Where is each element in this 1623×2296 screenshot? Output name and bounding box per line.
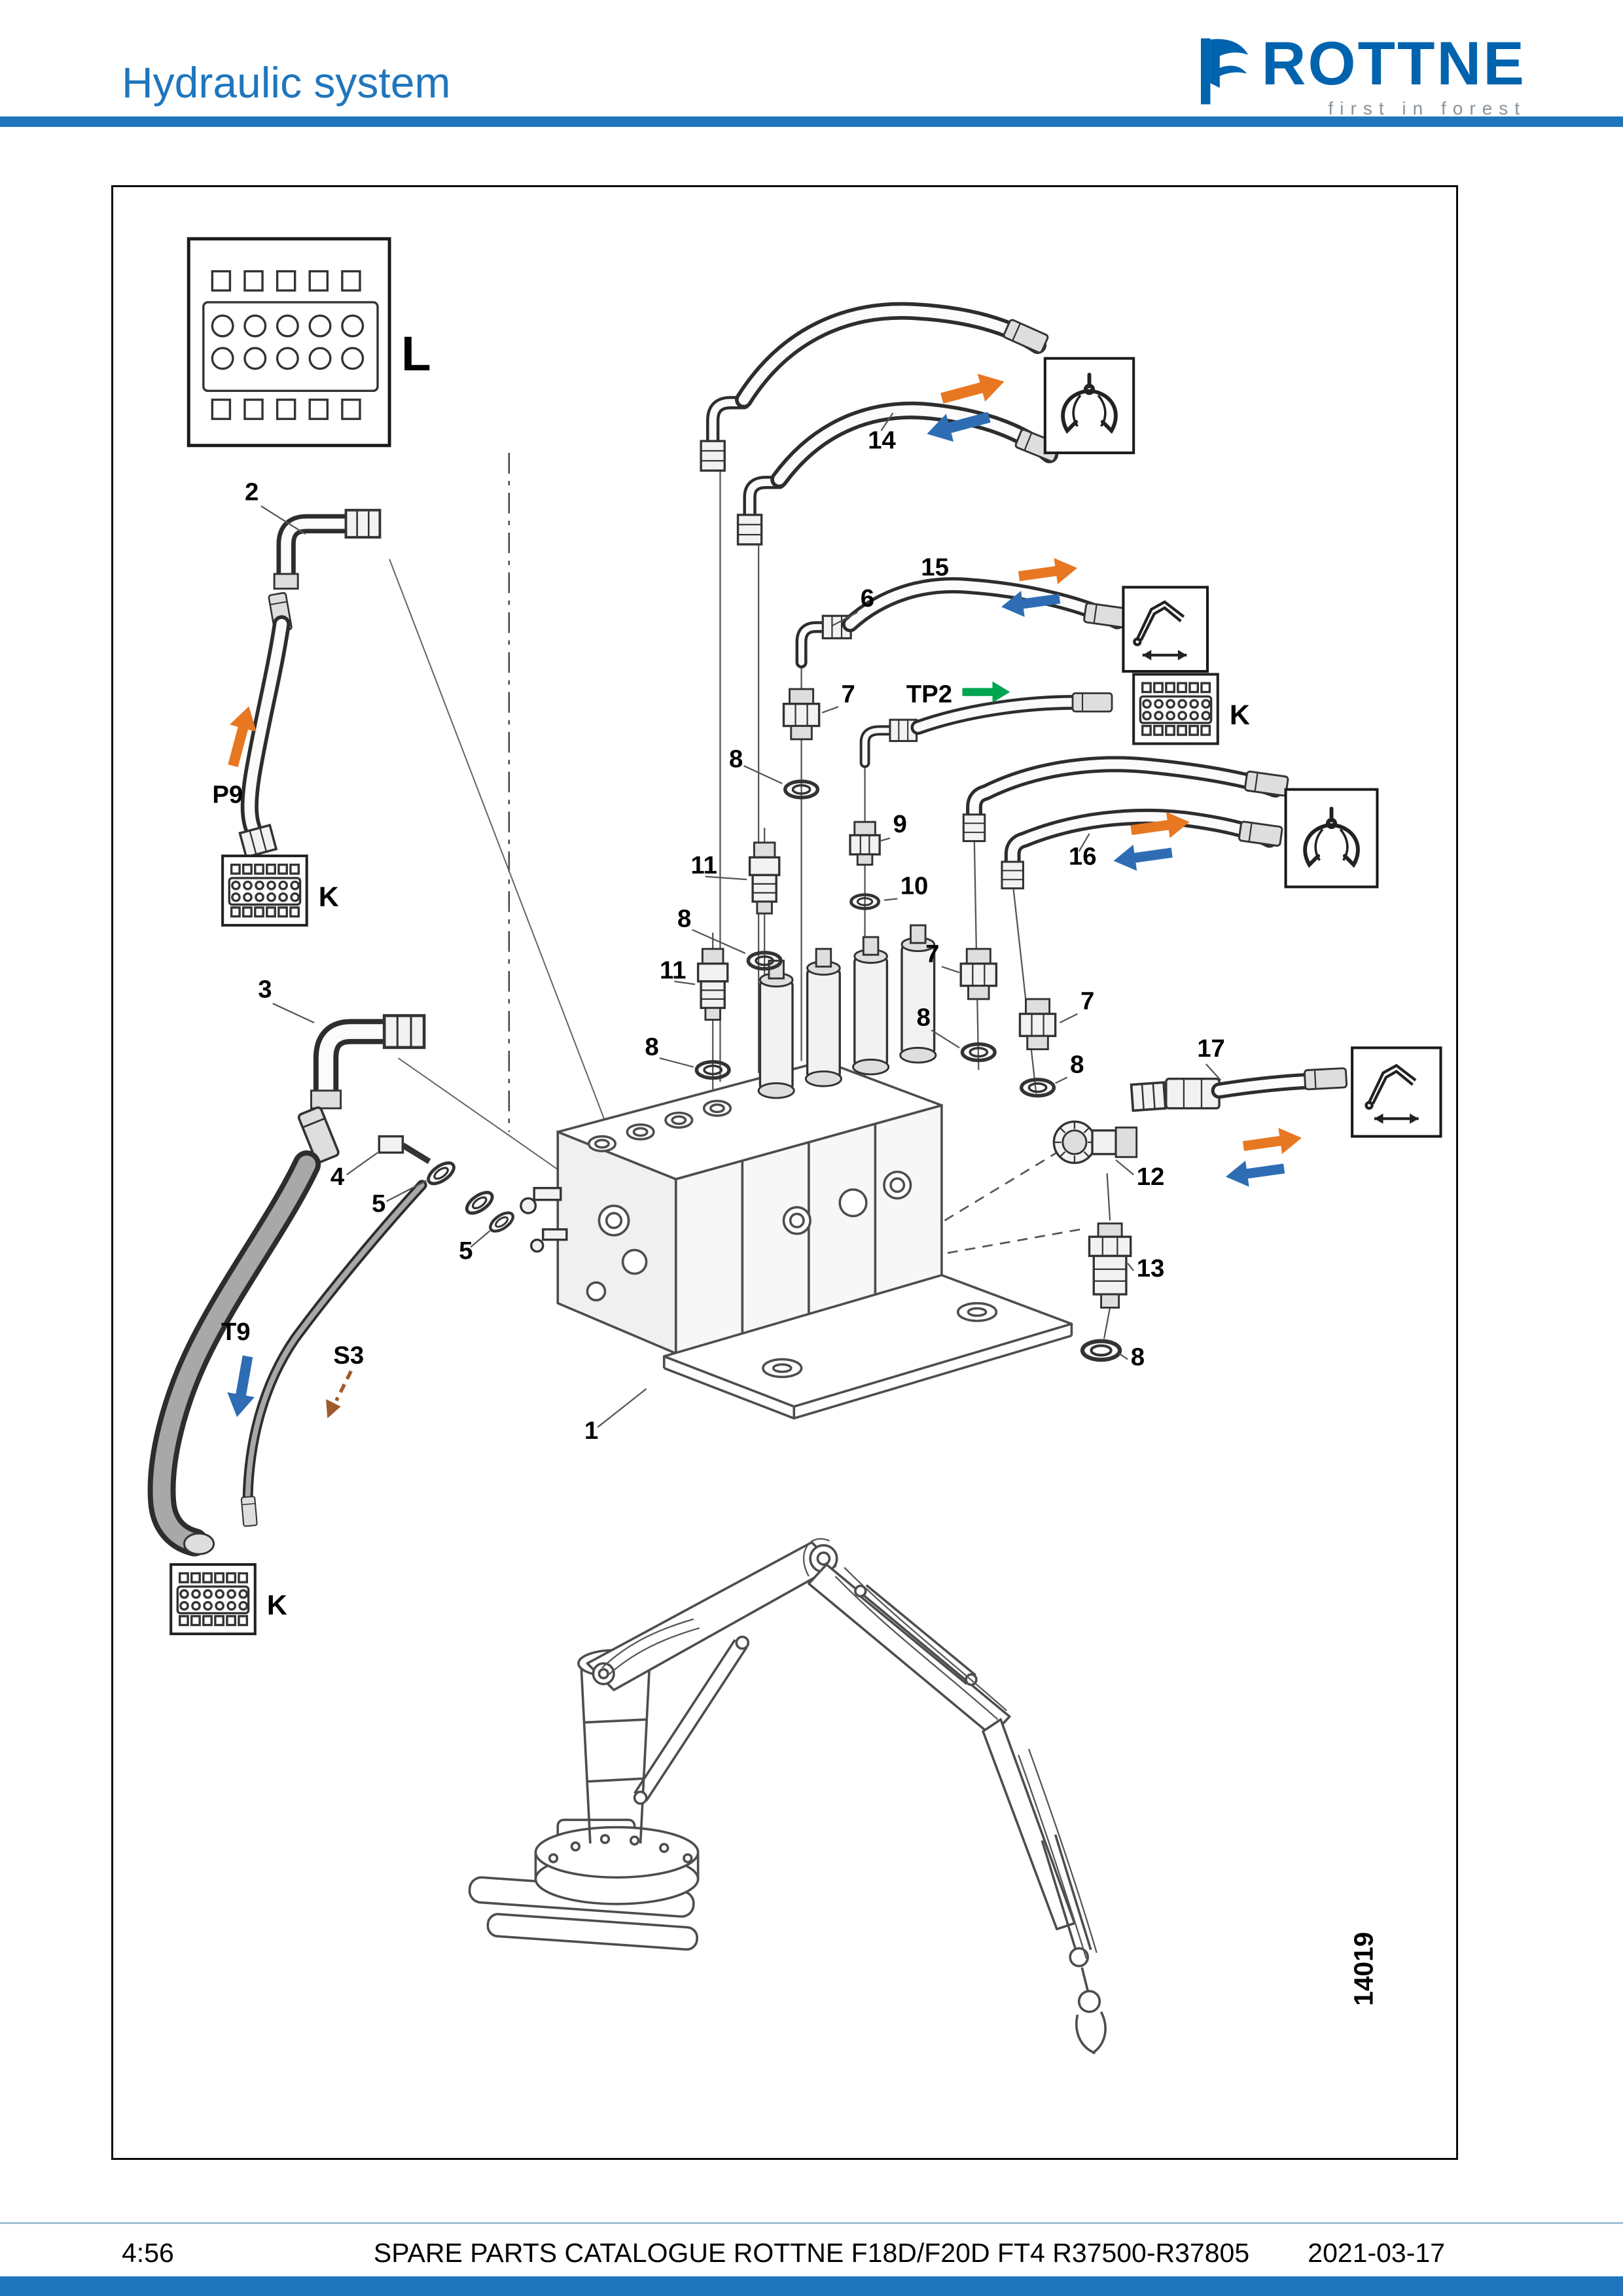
part-label-8-4: 8 <box>917 1004 931 1032</box>
part-label-8-6: 8 <box>1131 1343 1145 1371</box>
header-rule <box>0 116 1623 127</box>
part-label-8-2: 8 <box>677 904 691 932</box>
part-label-8-3: 8 <box>645 1033 658 1061</box>
logo-text: ROTTNE first in forest <box>1262 33 1526 119</box>
crane-icon-box-1 <box>1122 586 1209 673</box>
grapple-icon-box-2 <box>1284 788 1379 889</box>
logo-name: ROTTNE <box>1261 29 1526 97</box>
port-label-t9: T9 <box>221 1318 251 1346</box>
part-label-9: 9 <box>893 810 906 838</box>
solenoid-valves <box>757 924 937 1099</box>
part-label-11-2: 11 <box>660 956 687 984</box>
hose-17 <box>1130 1067 1348 1112</box>
hose-15 <box>842 577 1129 633</box>
part-label-10: 10 <box>901 872 929 900</box>
connector-k-3: K <box>1133 675 1250 744</box>
diagram-frame: L P9 K <box>111 185 1458 2160</box>
part-label-1: 1 <box>584 1417 598 1445</box>
part-label-6: 6 <box>861 584 874 612</box>
part-label-2: 2 <box>245 478 259 506</box>
hose-16 <box>962 756 1290 890</box>
svg-text:K: K <box>1230 699 1250 731</box>
tp2-hose <box>859 692 1113 768</box>
footer-catalogue-title: SPARE PARTS CATALOGUE ROTTNE F18D/F20D F… <box>373 2238 1250 2268</box>
part-label-4: 4 <box>330 1163 345 1191</box>
part-label-7-3: 7 <box>1080 987 1094 1016</box>
footer-date: 2021-03-17 <box>1308 2238 1445 2268</box>
port-label-s3: S3 <box>333 1341 364 1369</box>
part-label-5-1: 5 <box>372 1190 385 1218</box>
footer: 4:56 SPARE PARTS CATALOGUE ROTTNE F18D/F… <box>0 2231 1623 2273</box>
part-label-7-2: 7 <box>925 940 939 968</box>
part-13-fitting <box>1082 1222 1132 1360</box>
part-label-13: 13 <box>1137 1254 1165 1282</box>
figure-number: 14019 <box>1349 1932 1379 2006</box>
s3-hose <box>240 1180 427 1527</box>
page-title: Hydraulic system <box>122 58 451 107</box>
part-label-7-1: 7 <box>841 680 855 708</box>
svg-text:K: K <box>267 1590 287 1621</box>
part-label-3: 3 <box>258 976 272 1004</box>
rottne-logo: ROTTNE first in forest <box>1195 33 1526 119</box>
part-label-12: 12 <box>1137 1163 1165 1191</box>
part-4-bolt <box>378 1135 431 1164</box>
parts-diagram: L P9 K <box>147 237 1442 2055</box>
port-label-tp2: TP2 <box>906 680 952 708</box>
port-label-p9: P9 <box>212 781 243 809</box>
part-label-16: 16 <box>1069 843 1097 871</box>
part-2-elbow-hose <box>238 508 382 858</box>
part-labels: 1 2 3 4 5 5 6 7 7 7 8 <box>245 412 1225 1445</box>
connector-l: L <box>187 237 431 448</box>
part-label-5-2: 5 <box>459 1237 473 1265</box>
logo-tagline: first in forest <box>1328 98 1526 118</box>
part-6-elbow <box>795 614 852 669</box>
connector-l-label: L <box>401 327 431 381</box>
part-label-15: 15 <box>921 553 949 581</box>
connector-k-1: K <box>223 856 339 925</box>
part-label-8-5: 8 <box>1070 1051 1084 1079</box>
tp2-flow-arrow <box>962 681 1010 703</box>
part-5-orings <box>425 1159 516 1235</box>
part-label-11-1: 11 <box>690 851 717 879</box>
valve-block <box>520 924 1073 1420</box>
rottne-logo-icon <box>1200 38 1248 105</box>
crane-illustration <box>468 1538 1107 2055</box>
flow-arrows-17 <box>1220 1125 1308 1190</box>
part-label-17: 17 <box>1197 1034 1225 1063</box>
bottom-accent-bar <box>0 2276 1623 2296</box>
t9-flow-arrow <box>223 1354 262 1420</box>
grapple-icon-box-1 <box>1043 357 1135 455</box>
part-3-elbow-hose <box>147 1016 424 1557</box>
connector-k-2: K <box>171 1564 287 1634</box>
footer-page-number: 4:56 <box>122 2238 174 2268</box>
svg-text:K: K <box>319 881 339 913</box>
part-label-8-1: 8 <box>729 745 743 773</box>
part-label-14: 14 <box>868 426 896 454</box>
hose-14 <box>700 302 1061 546</box>
crane-icon-box-2 <box>1351 1046 1442 1138</box>
footer-rule <box>0 2222 1623 2224</box>
part-12-elbow <box>1052 1120 1138 1165</box>
s3-flow-arrow <box>326 1370 353 1419</box>
